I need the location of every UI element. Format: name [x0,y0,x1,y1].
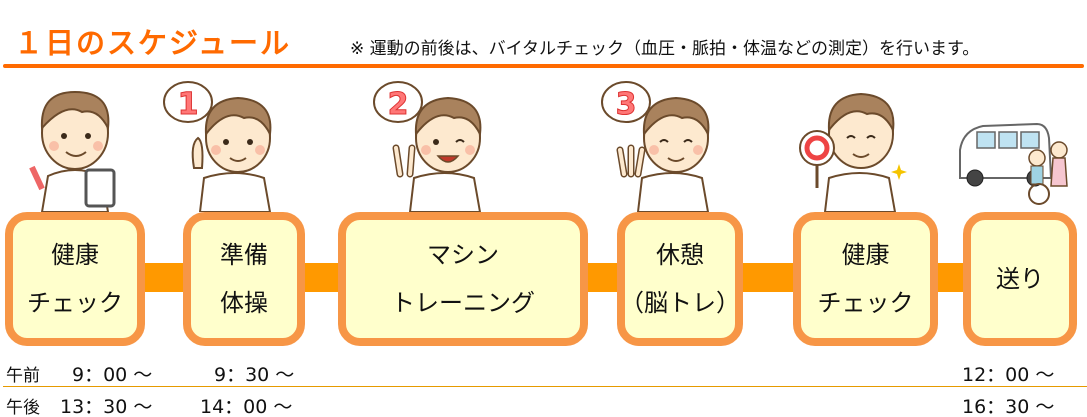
afternoon-label: 午後 [6,398,40,417]
step-health-check-1: 健康 チェック [5,212,145,346]
afternoon-sendoff-time: 16：30 ～ [962,396,1055,417]
afternoon-start-time: 13：30 ～ [60,396,153,417]
title-underline [3,64,1084,68]
nurse-number-1-icon: 1 [163,81,272,212]
step-label-line1: 送り [996,265,1044,293]
morning-start-time: 9：00 ～ [72,364,153,386]
page-title: １日のスケジュール [14,26,291,60]
vital-check-note: ※ 運動の前後は、バイタルチェック（血圧・脈拍・体温などの測定）を行います。 [350,39,980,59]
afternoon-warmup-time: 14：00 ～ [200,396,293,417]
afternoon-times-row: 午後 13：30 ～ 14：00 ～ 16：30 ～ [0,392,1087,417]
nurse-clipboard-icon [29,90,116,212]
svg-text:1: 1 [178,87,199,122]
step-health-check-2: 健康 チェック [793,212,938,346]
van-wheelchair-icon [959,122,1068,205]
morning-label: 午前 [6,366,40,386]
morning-warmup-time: 9：30 ～ [214,364,295,386]
svg-text:2: 2 [388,87,409,122]
svg-text:3: 3 [616,87,637,122]
morning-sendoff-time: 12：00 ～ [962,364,1055,386]
step-label-line2: チェック [817,289,914,317]
step-machine-training: マシン トレーニング [338,212,588,346]
nurse-number-3-icon: 3 [601,81,710,212]
step-label-line1: 準備 [220,241,268,269]
step-label-line1: 健康 [841,241,890,269]
row-divider [3,386,1087,387]
step-send-off: 送り [963,212,1077,346]
nurse-number-2-icon: 2 [373,81,482,212]
step-label-line2: 体操 [220,289,268,317]
step-break-brain-training: 休憩 （脳トレ） [617,212,743,346]
step-label-line2: チェック [27,289,123,317]
step-label-line2: （脳トレ） [620,289,740,317]
nurse-ok-sign-icon [799,92,907,212]
step-label-line1: 健康 [51,241,99,269]
step-label-line2: トレーニング [391,289,535,317]
step-warmup: 準備 体操 [183,212,305,346]
step-label-line1: マシン [427,241,499,269]
morning-times-row: 午前 9：00 ～ 9：30 ～ 12：00 ～ [0,360,1087,386]
step-label-line1: 休憩 [656,241,704,269]
